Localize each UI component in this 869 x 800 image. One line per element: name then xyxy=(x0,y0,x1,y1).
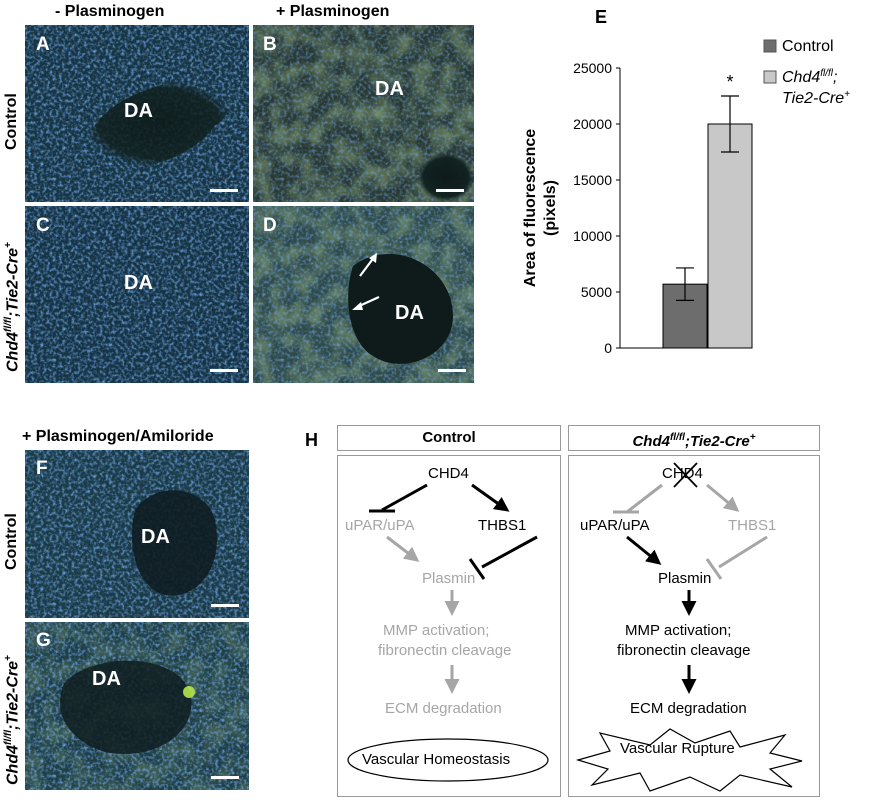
diagram-header-chd4: Chd4fl/fl;Tie2-Cre+ xyxy=(568,425,820,451)
panel-letter-b: B xyxy=(263,34,277,55)
scale-bar-a xyxy=(210,189,238,192)
diagram-header-control: Control xyxy=(337,425,561,451)
panel-letter-a: A xyxy=(36,34,50,55)
node-rupture: Vascular Rupture xyxy=(620,740,735,757)
node-ecm-mutant: ECM degradation xyxy=(630,700,747,717)
panel-letter-c: C xyxy=(36,215,50,236)
col-header-minus-plasminogen: - Plasminogen xyxy=(55,3,165,20)
panel-letter-e: E xyxy=(595,7,608,27)
header-plasminogen-amiloride: + Plasminogen/Amiloride xyxy=(22,428,214,445)
node-thbs1-control: THBS1 xyxy=(478,517,527,534)
scale-bar-c xyxy=(210,369,238,372)
node-mmp-mutant-2: fibronectin cleavage xyxy=(617,642,751,659)
da-label-d: DA xyxy=(395,302,424,324)
scale-bar-g xyxy=(211,776,239,779)
panel-letter-g: G xyxy=(36,630,51,651)
node-upar-mutant: uPAR/uPA xyxy=(580,517,650,534)
node-plasmin-control: Plasmin xyxy=(422,570,476,587)
row-label-control-bottom: Control xyxy=(3,513,20,570)
da-label-b: DA xyxy=(375,78,404,100)
y-tick-label-4: 20000 xyxy=(573,116,612,132)
legend-label-mutant-line2: Tie2-Cre+ xyxy=(782,89,850,107)
micrograph-b xyxy=(253,25,474,202)
node-ecm-control: ECM degradation xyxy=(385,700,502,717)
y-tick-label-0: 0 xyxy=(604,340,612,356)
node-chd4-mutant: CHD4 xyxy=(662,465,703,482)
rupture-burst-shape xyxy=(575,728,803,792)
arrow-icon-lower xyxy=(352,295,380,310)
panel-letter-d: D xyxy=(263,215,277,236)
micrograph-a xyxy=(25,25,249,202)
legend-swatch-mutant xyxy=(763,70,777,84)
legend-swatch-control xyxy=(763,39,777,53)
significance-asterisk: * xyxy=(726,72,733,92)
node-thbs1-mutant: THBS1 xyxy=(728,517,777,534)
row-label-control-top: Control xyxy=(3,93,20,150)
row-label-chd4-top: Chd4fl/fl;Tie2-Cre+ xyxy=(3,242,22,372)
y-tick-label-2: 10000 xyxy=(573,228,612,244)
da-label-g: DA xyxy=(92,668,121,690)
cross-out-icon xyxy=(673,462,698,488)
y-tick-label-1: 5000 xyxy=(581,284,612,300)
homeostasis-ellipse xyxy=(347,738,549,782)
panel-letter-h: H xyxy=(305,430,318,450)
y-axis-label-line1: Area of fluorescence xyxy=(522,129,539,287)
diagram-arrows xyxy=(369,483,768,694)
node-mmp-control-1: MMP activation; xyxy=(383,622,490,639)
da-label-c: DA xyxy=(124,272,153,294)
node-mmp-control-2: fibronectin cleavage xyxy=(378,642,512,659)
y-tick-label-5: 25000 xyxy=(573,60,612,76)
row-label-chd4-bottom: Chd4fl/fl;Tie2-Cre+ xyxy=(3,655,22,785)
node-chd4-control: CHD4 xyxy=(428,465,469,482)
node-upar-control: uPAR/uPA xyxy=(345,517,415,534)
micrograph-f xyxy=(25,450,249,618)
bar-1 xyxy=(707,123,753,349)
scale-bar-b xyxy=(436,189,464,192)
node-mmp-mutant-1: MMP activation; xyxy=(625,622,732,639)
y-tick-label-3: 15000 xyxy=(573,172,612,188)
legend-label-control: Control xyxy=(782,38,834,55)
y-axis-label-line2: (pixels) xyxy=(542,180,559,236)
legend-label-mutant-line1: Chd4fl/fl; xyxy=(782,68,837,86)
scale-bar-f xyxy=(211,604,239,607)
col-header-plus-plasminogen: + Plasminogen xyxy=(276,3,390,20)
scale-bar-d xyxy=(438,369,466,372)
arrow-icon-upper xyxy=(359,253,377,277)
node-plasmin-mutant: Plasmin xyxy=(658,570,712,587)
micrograph-d xyxy=(253,206,474,383)
panel-letter-f: F xyxy=(36,458,48,479)
micrograph-g xyxy=(25,622,249,790)
node-homeostasis: Vascular Homeostasis xyxy=(362,751,511,768)
da-label-a: DA xyxy=(124,100,153,122)
micrograph-c xyxy=(25,206,249,383)
da-label-f: DA xyxy=(141,526,170,548)
